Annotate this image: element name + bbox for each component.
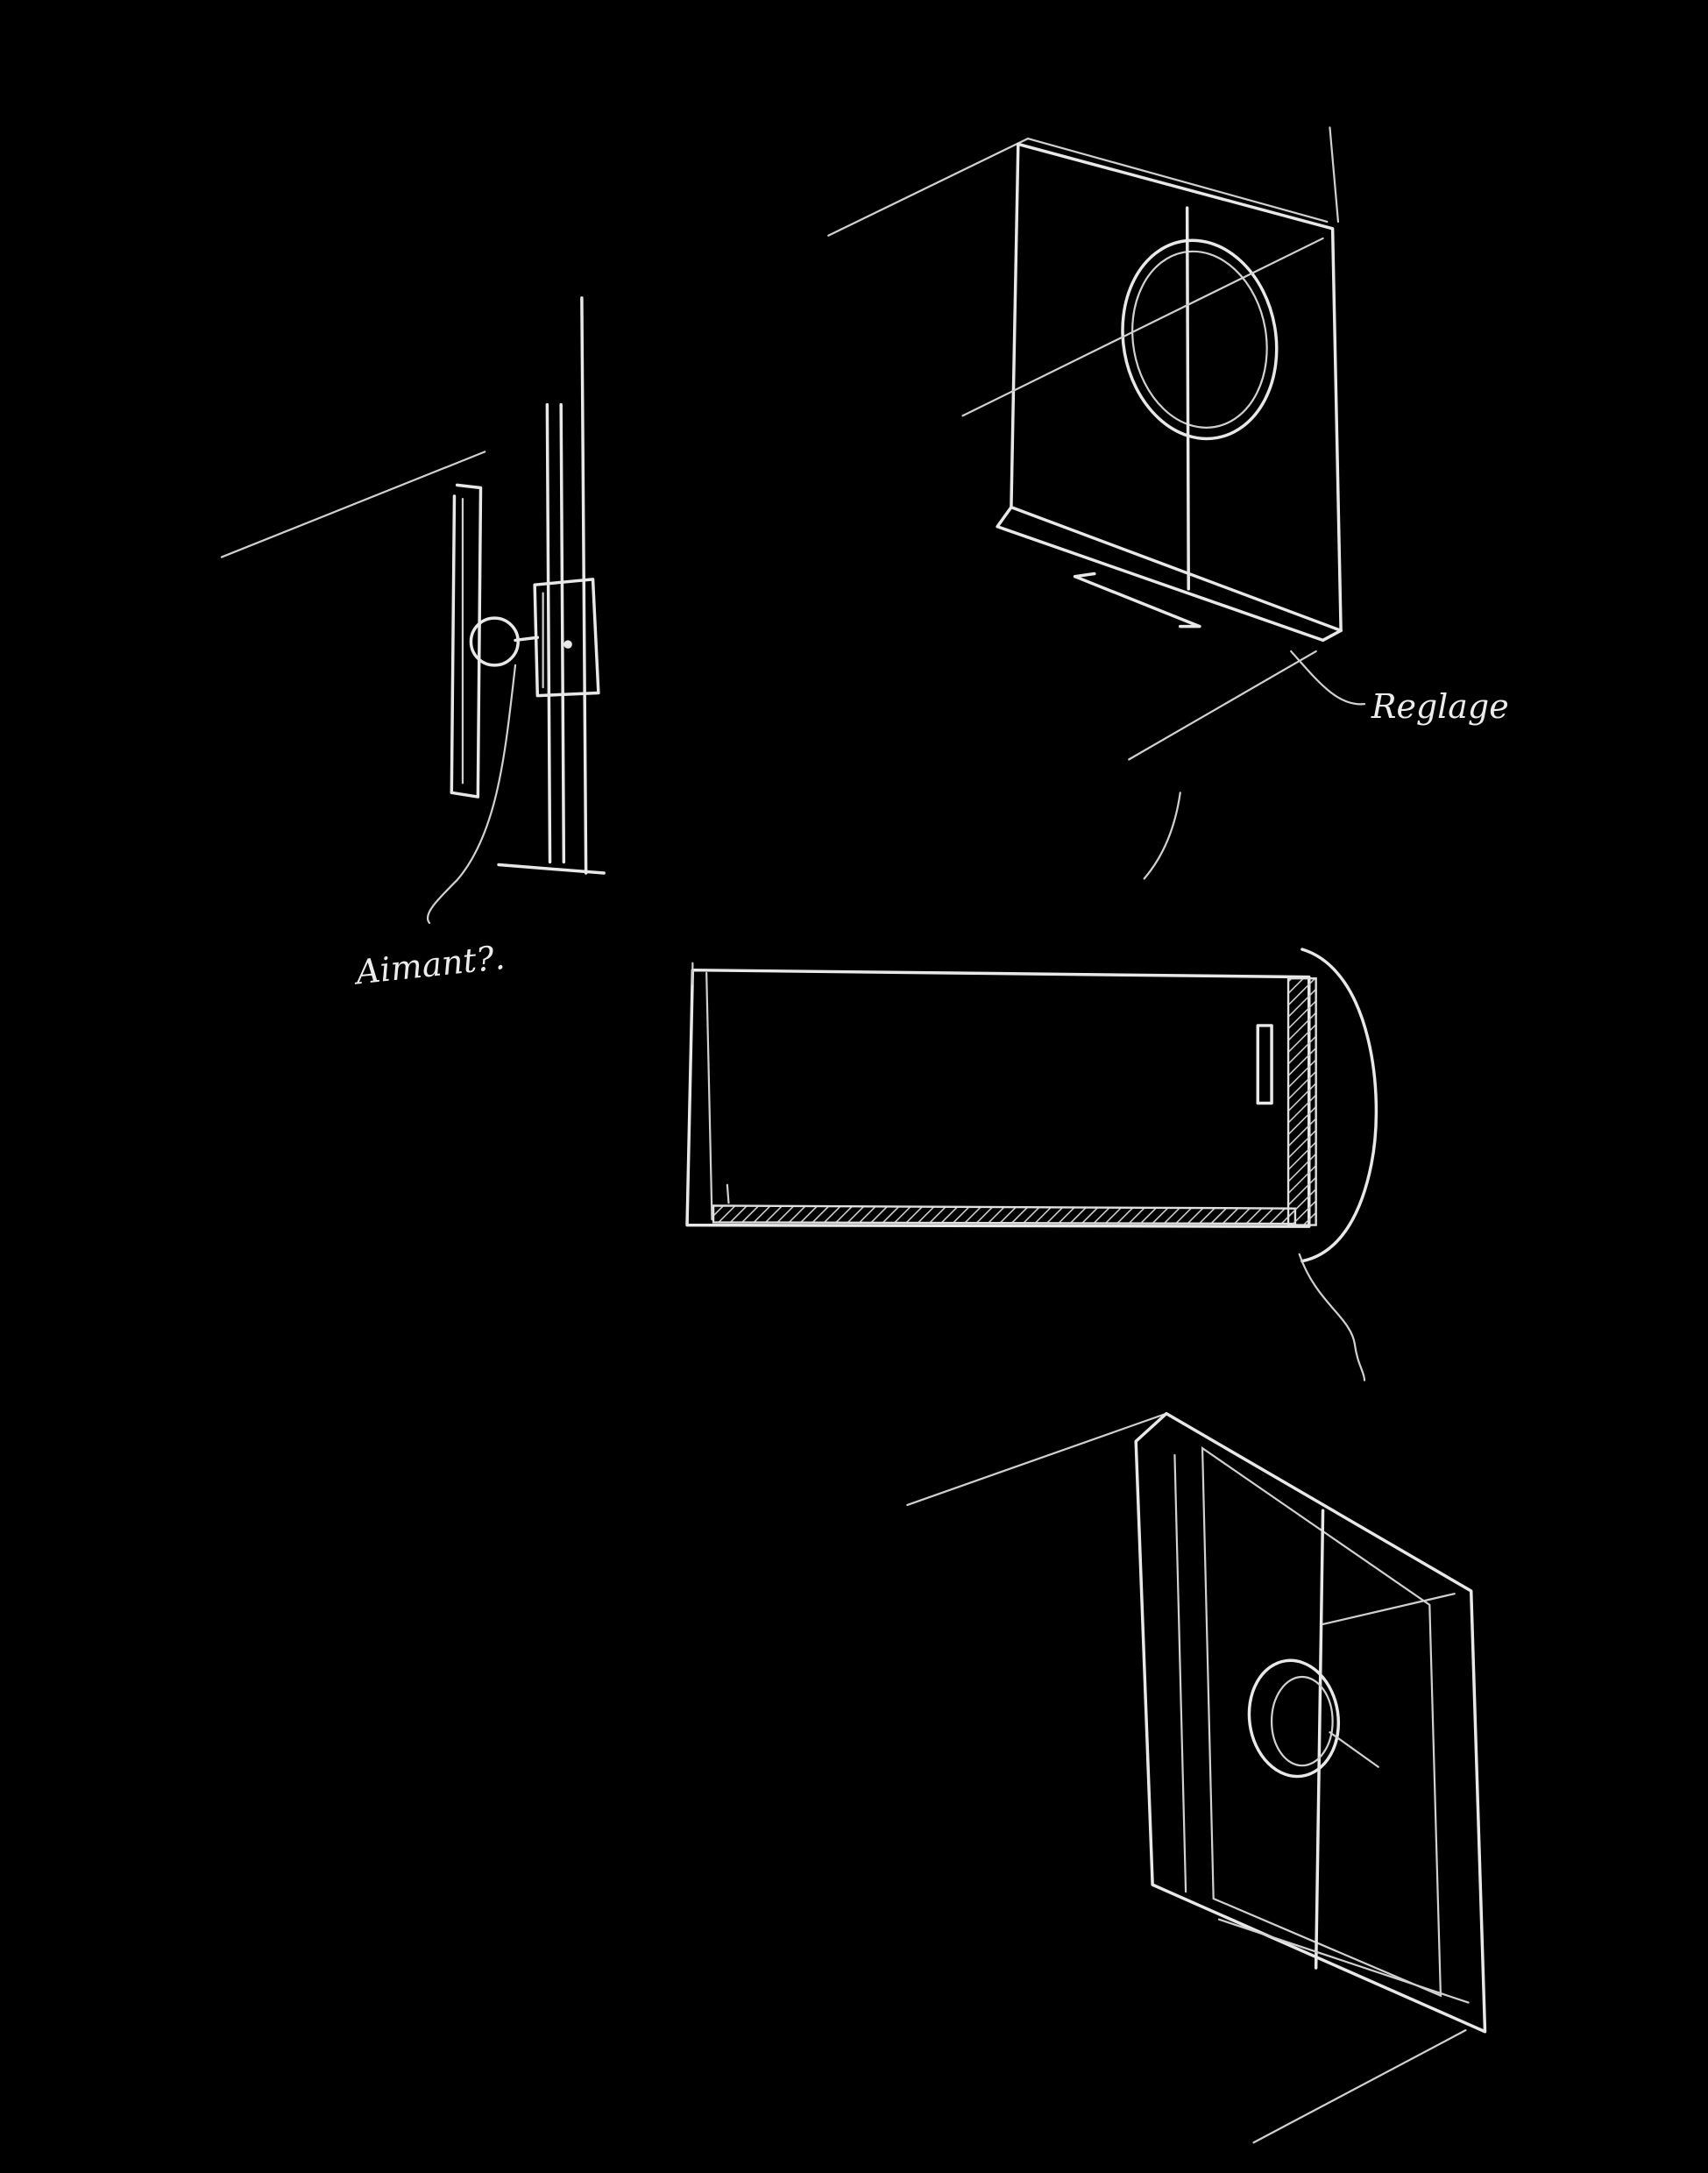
magnet-mount-sketch: Aimant?.	[220, 296, 606, 992]
bottom-box-sketch	[906, 1411, 1487, 2144]
side-view-sketch	[685, 948, 1378, 1381]
magnet-label: Aimant?.	[351, 938, 507, 992]
adjustment-label: Reglage	[1371, 687, 1509, 726]
top-box-sketch: Reglage	[827, 126, 1509, 880]
